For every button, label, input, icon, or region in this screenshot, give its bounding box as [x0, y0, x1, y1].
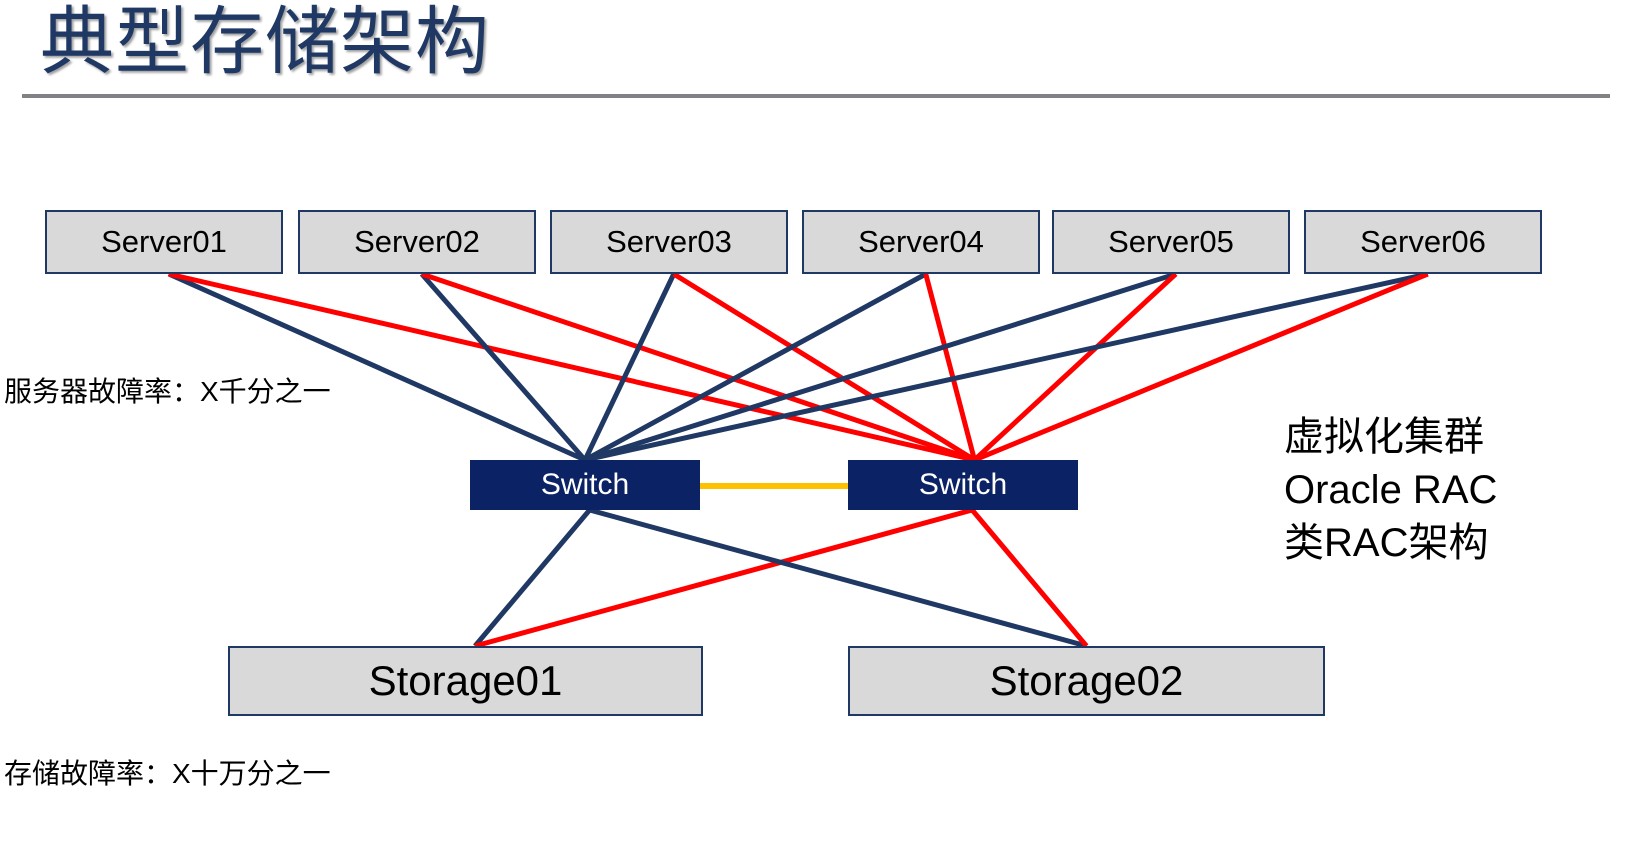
server-node-1[interactable]: Server01: [45, 210, 283, 274]
link-switch-right-storage1: [474, 507, 973, 649]
server-node-3[interactable]: Server03: [550, 210, 788, 274]
server-node-label: Server05: [1108, 224, 1234, 259]
storage-node-2[interactable]: Storage02: [848, 646, 1325, 716]
link-server2-switch-right: [420, 271, 976, 463]
storage-node-label: Storage01: [368, 657, 563, 704]
link-server5-switch-left: [584, 271, 1177, 463]
server-node-5[interactable]: Server05: [1052, 210, 1290, 274]
switch-node-1[interactable]: Switch: [470, 460, 700, 510]
link-server5-switch-right: [972, 272, 1178, 462]
server-node-6[interactable]: Server06: [1304, 210, 1542, 274]
server-node-2[interactable]: Server02: [298, 210, 536, 274]
storage-node-1[interactable]: Storage01: [228, 646, 703, 716]
link-server3-switch-left: [582, 272, 677, 462]
storage-node-label: Storage02: [989, 657, 1184, 704]
server-node-4[interactable]: Server04: [802, 210, 1040, 274]
switch-node-label: Switch: [540, 468, 630, 501]
switch-to-storage-links: [473, 507, 1089, 649]
server-node-label: Server02: [354, 224, 480, 259]
link-server6-switch-right: [973, 271, 1429, 463]
switch-node-label: Switch: [918, 468, 1008, 501]
switch-node-2[interactable]: Switch: [848, 460, 1078, 510]
server-node-label: Server03: [606, 224, 732, 259]
page-title: 典型存储架构: [40, 0, 490, 83]
cluster-note-line-2: Oracle RAC: [1284, 467, 1498, 512]
link-server6-switch-left: [584, 271, 1429, 463]
title-divider: [22, 94, 1610, 98]
server-to-switch-links: [167, 271, 1429, 463]
storage-failure-rate-label: 存储故障率：X十万分之一: [4, 758, 331, 789]
server-failure-rate-label: 服务器故障率：X千分之一: [4, 376, 331, 407]
cluster-note-line-1: 虚拟化集群: [1284, 415, 1484, 459]
link-server2-switch-left: [419, 272, 587, 462]
link-server3-switch-right: [672, 271, 976, 463]
server-node-label: Server01: [101, 224, 227, 259]
server-node-label: Server04: [858, 224, 984, 259]
cluster-note-line-3: 类RAC架构: [1284, 520, 1489, 565]
link-switch-right-storage2: [970, 508, 1089, 648]
link-server4-switch-right: [923, 273, 977, 461]
link-switch-left-storage1: [473, 508, 592, 648]
link-server4-switch-left: [583, 271, 927, 463]
link-server1-switch-right: [168, 271, 976, 463]
server-node-label: Server06: [1360, 224, 1486, 259]
link-server1-switch-left: [167, 271, 587, 463]
cluster-note: 虚拟化集群 Oracle RAC 类RAC架构: [1284, 411, 1497, 569]
link-switch-left-storage2: [588, 507, 1088, 649]
